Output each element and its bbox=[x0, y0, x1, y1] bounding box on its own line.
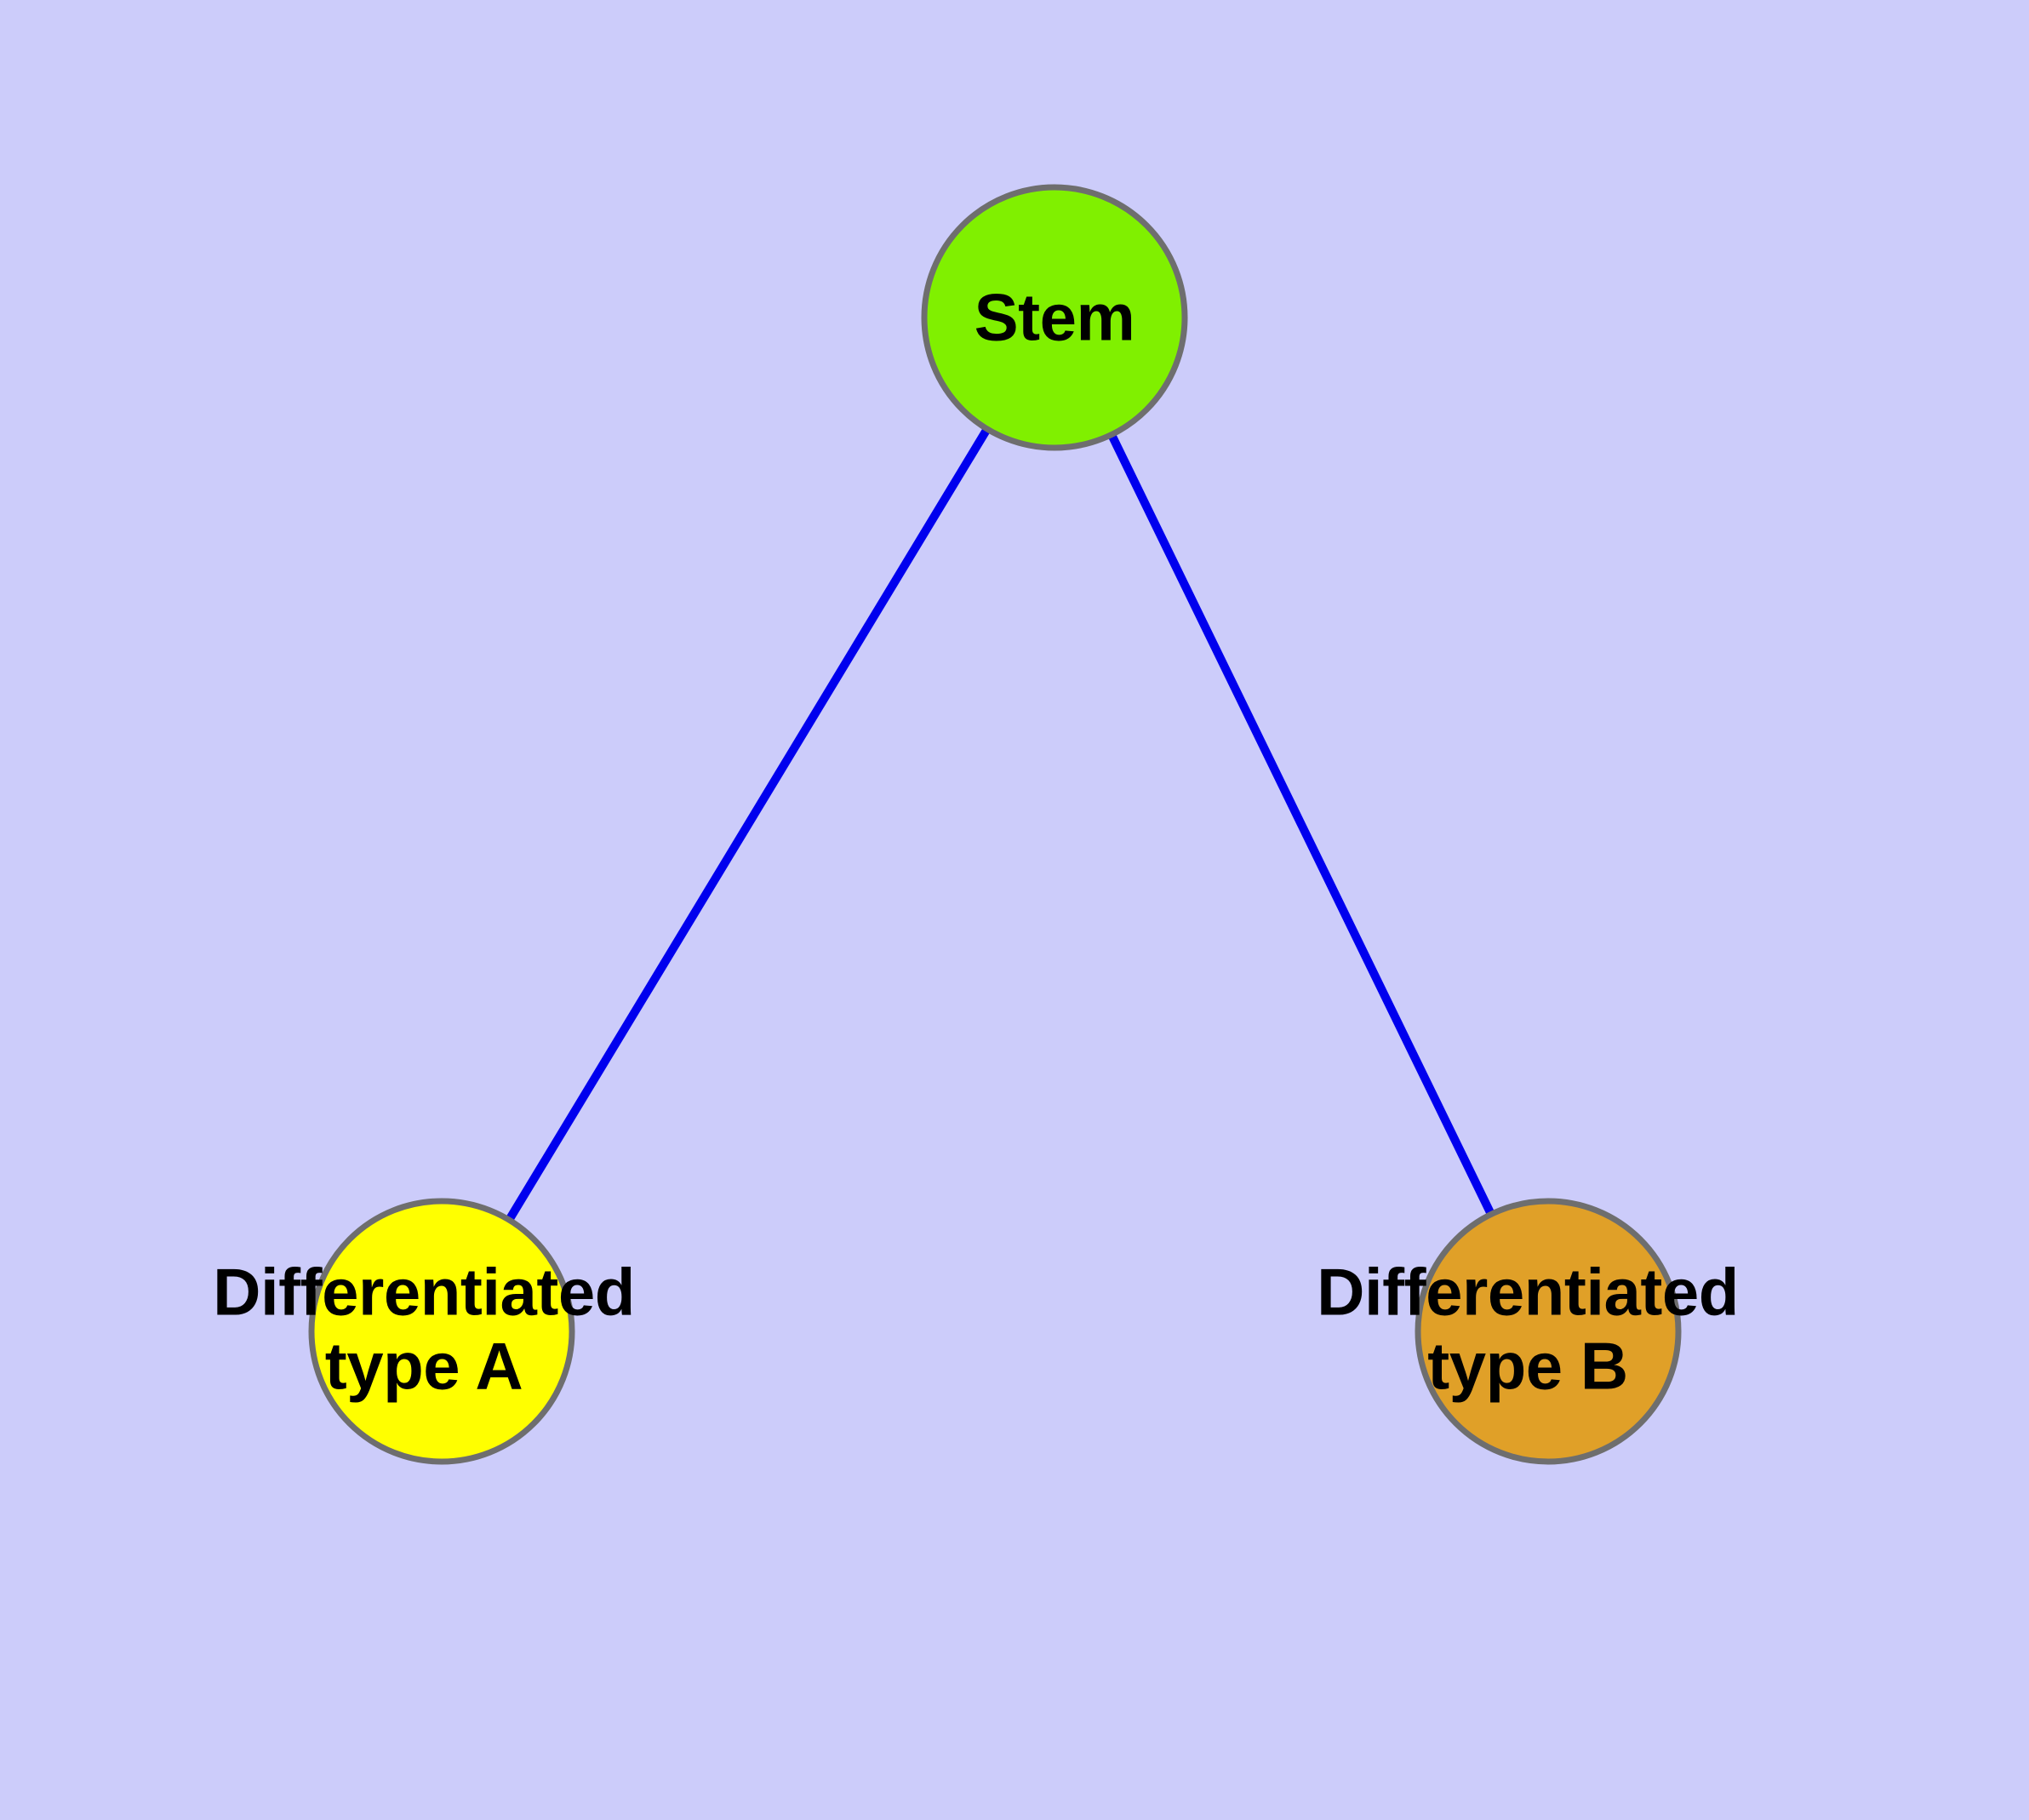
node-layer bbox=[308, 184, 1682, 1465]
graph-node-stem[interactable] bbox=[921, 184, 1188, 451]
graph-edge[interactable] bbox=[437, 315, 1059, 1334]
edge-layer bbox=[437, 315, 1552, 1334]
graph-node-diff-a[interactable] bbox=[308, 1198, 575, 1465]
graph-node-diff-b[interactable] bbox=[1415, 1198, 1682, 1465]
graph-edge[interactable] bbox=[1050, 315, 1552, 1334]
